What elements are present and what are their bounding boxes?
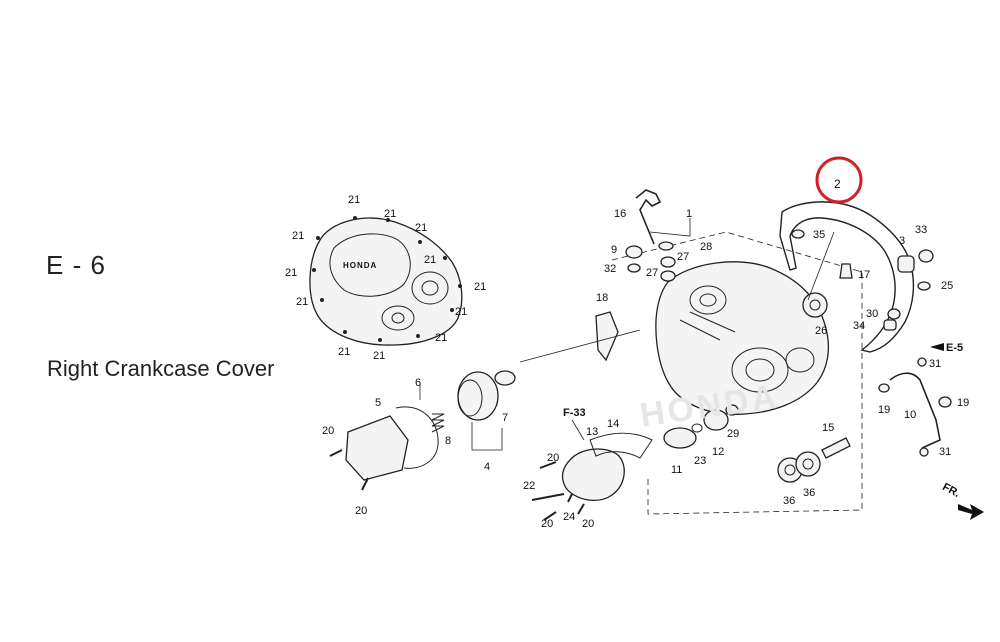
callout-8: 8 <box>445 435 451 447</box>
callout-4: 4 <box>484 461 490 473</box>
highlight-circle <box>815 156 863 204</box>
callout-36: 36 <box>803 487 815 499</box>
callout-6: 6 <box>415 377 421 389</box>
callout-31: 31 <box>929 358 941 370</box>
callout-19: 19 <box>878 404 890 416</box>
callout-18: 18 <box>596 292 608 304</box>
callout-22: 22 <box>523 480 535 492</box>
callout-14: 14 <box>607 418 619 430</box>
callout-24: 24 <box>563 511 575 523</box>
callout-34: 34 <box>853 320 865 332</box>
oil-filter-group <box>345 370 516 481</box>
callout-27: 27 <box>677 251 689 263</box>
ref-f33: F-33 <box>563 407 586 419</box>
callout-21: 21 <box>435 332 447 344</box>
callout-3: 3 <box>899 235 905 247</box>
callout-19: 19 <box>957 397 969 409</box>
callout-21: 21 <box>348 194 360 206</box>
callout-21: 21 <box>338 346 350 358</box>
callout-33: 33 <box>915 224 927 236</box>
section-title: Right Crankcase Cover <box>47 356 275 381</box>
callout-21: 21 <box>474 281 486 293</box>
callout-31: 31 <box>939 446 951 458</box>
callout-36: 36 <box>783 495 795 507</box>
callout-21: 21 <box>455 306 467 318</box>
callout-1: 1 <box>686 208 692 220</box>
ref-e5-arrow <box>930 343 944 351</box>
callout-7: 7 <box>502 412 508 424</box>
gasket-part-2 <box>779 201 915 353</box>
bearing-group <box>777 437 851 483</box>
callout-29: 29 <box>727 428 739 440</box>
callout-28: 28 <box>700 241 712 253</box>
callout-21: 21 <box>296 296 308 308</box>
callout-13: 13 <box>586 426 598 438</box>
callout-11: 11 <box>671 464 682 476</box>
callout-26: 26 <box>815 325 827 337</box>
callout-21: 21 <box>373 350 385 362</box>
callout-10: 10 <box>904 409 916 421</box>
small-parts-group <box>595 189 676 362</box>
callout-15: 15 <box>822 422 834 434</box>
callout-21: 21 <box>285 267 297 279</box>
callout-12: 12 <box>712 446 724 458</box>
outer-cover-inset: HONDA <box>309 216 463 346</box>
bolts-group <box>329 449 585 521</box>
section-code: E - 6 <box>46 250 106 280</box>
callout-20: 20 <box>541 518 553 530</box>
callout-20: 20 <box>322 425 334 437</box>
callout-27: 27 <box>646 267 658 279</box>
callout-30: 30 <box>866 308 878 320</box>
callout-20: 20 <box>355 505 367 517</box>
callout-9: 9 <box>611 244 617 256</box>
ref-e5: E-5 <box>946 342 963 354</box>
callout-32: 32 <box>604 263 616 275</box>
callout-21: 21 <box>424 254 436 266</box>
highlight-label: 2 <box>834 177 841 191</box>
callout-16: 16 <box>614 208 626 220</box>
direction-label: FR. <box>940 481 961 500</box>
callout-17: 17 <box>858 269 870 281</box>
crankcase-cover-assembly <box>611 231 863 515</box>
callout-21: 21 <box>292 230 304 242</box>
direction-arrow <box>958 504 984 520</box>
callout-23: 23 <box>694 455 706 467</box>
callout-21: 21 <box>384 208 396 220</box>
callout-5: 5 <box>375 397 381 409</box>
water-pump-group <box>561 404 739 501</box>
callout-20: 20 <box>547 452 559 464</box>
leader-lines <box>419 218 835 400</box>
honda-logo-inset: HONDA <box>343 261 377 270</box>
callout-20: 20 <box>582 518 594 530</box>
callout-21: 21 <box>415 222 427 234</box>
callout-35: 35 <box>813 229 825 241</box>
callout-layer: 21 21 21 21 21 21 21 21 21 21 21 21 16 1… <box>285 194 969 530</box>
callout-25: 25 <box>941 280 953 292</box>
right-side-parts <box>791 229 952 457</box>
